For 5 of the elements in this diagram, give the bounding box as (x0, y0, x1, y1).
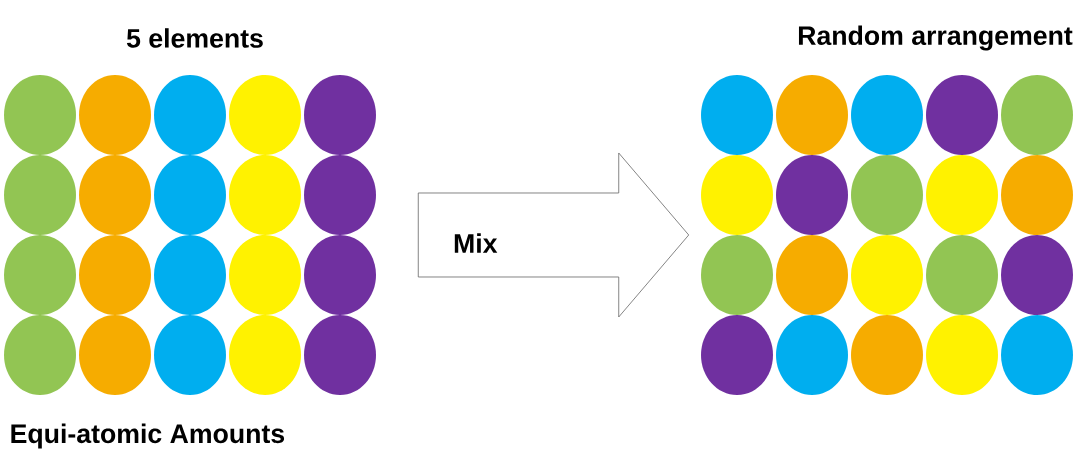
block-arrow (417, 152, 690, 318)
edge-label: Mix (454, 233, 498, 253)
grid-title: Random arrangement (798, 25, 1073, 51)
grid-caption: Equi-atomic Amounts (11, 423, 285, 449)
grid-title: 5 elements (126, 28, 263, 48)
